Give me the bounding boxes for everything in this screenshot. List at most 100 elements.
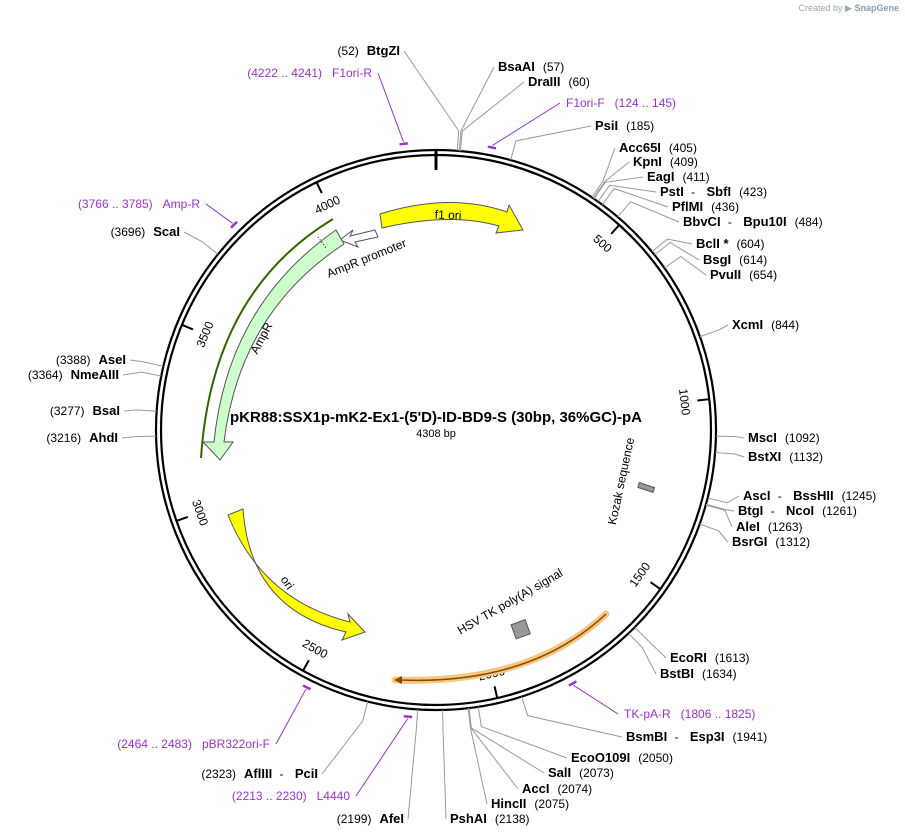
site-label[interactable]: PstI - SbfI(423)	[660, 184, 767, 199]
site-psii[interactable]: PsiI(185)	[510, 118, 655, 161]
site-label[interactable]: AleI(1263)	[736, 519, 803, 534]
plasmid-name: pKR88:SSX1p-mK2-Ex1-(5'D)-ID-BD9-S (30bp…	[230, 409, 642, 426]
site-bbvci[interactable]: BbvCI - Bpu10I(484)	[617, 201, 823, 229]
feature-hsv-tk-polya[interactable]	[510, 619, 531, 640]
site-psti[interactable]: PstI - SbfI(423)	[597, 184, 767, 202]
feature-f1-ori[interactable]	[379, 202, 524, 234]
site-label[interactable]: MscI(1092)	[748, 430, 820, 445]
site-acc65i[interactable]: Acc65I(405)	[591, 140, 697, 198]
site-connector	[592, 161, 630, 199]
site-pshai[interactable]: PshAI(2138)	[442, 709, 530, 826]
site-kpni[interactable]: KpnI(409)	[592, 154, 698, 199]
site-label[interactable]: (52)BtgZI	[337, 43, 400, 58]
site-label[interactable]: AccI(2074)	[522, 781, 592, 796]
tick-mark	[649, 581, 661, 590]
primer-tk-pa-r[interactable]: TK-pA-R(1806 .. 1825)	[568, 680, 755, 721]
site-name: BsmBI	[626, 729, 667, 744]
site-asci[interactable]: AscI - BssHII(1245)	[707, 488, 877, 504]
site-label[interactable]: (3388)AseI	[56, 352, 126, 367]
site-draiii[interactable]: DraIII(60)	[459, 74, 590, 152]
site-afliii[interactable]: (2323)AflIII - PciI	[201, 701, 369, 781]
site-name: BbvCI	[683, 214, 721, 229]
site-pflmi[interactable]: PflMI(436)	[601, 188, 739, 214]
site-scai[interactable]: (3696)ScaI	[111, 224, 219, 255]
site-hincii[interactable]: HincII(2075)	[467, 708, 569, 811]
primer-l4440[interactable]: (2213 .. 2230)L4440	[232, 714, 413, 803]
restriction-sites[interactable]: (52)BtgZI BsaAI(57)DraIII(60) PsiI(185) Acc…	[28, 43, 876, 826]
feature-ampr[interactable]	[201, 229, 345, 461]
site-label[interactable]: (2323)AflIII - PciI	[201, 766, 318, 781]
site-connector	[510, 125, 592, 161]
primer-label[interactable]: TK-pA-R(1806 .. 1825)	[624, 707, 755, 721]
site-label[interactable]: (3216)AhdI	[46, 430, 118, 445]
site-ecoo109i[interactable]: EcoO109I(2050)	[477, 706, 673, 765]
site-label[interactable]: PsiI(185)	[595, 118, 654, 133]
primer-f1ori-f[interactable]: F1ori-F(124 .. 145)	[487, 96, 676, 150]
site-bstxi[interactable]: BstXI(1132)	[715, 449, 823, 464]
site-alei[interactable]: AleI(1263)	[705, 504, 803, 534]
site-ahdi[interactable]: (3216)AhdI	[46, 430, 157, 445]
site-label[interactable]: BsgI(614)	[703, 252, 767, 267]
site-afei[interactable]: (2199)AfeI	[337, 709, 419, 826]
site-connector	[593, 176, 644, 200]
site-label[interactable]: EagI(411)	[647, 169, 710, 184]
site-label[interactable]: BbvCI - Bpu10I(484)	[683, 214, 823, 229]
site-pvuii[interactable]: PvuII(654)	[664, 255, 777, 282]
primer-amp-r[interactable]: (3766 .. 3785)Amp-R	[78, 197, 238, 229]
site-bsgi[interactable]: BsgI(614)	[654, 241, 768, 267]
primer-name: F1ori-R	[332, 66, 372, 80]
feature-ampr-promoter[interactable]	[338, 229, 379, 248]
site-bsmbi[interactable]: BsmBI - Esp3I(1941)	[521, 696, 768, 744]
site-label[interactable]: Acc65I(405)	[619, 140, 697, 155]
site-btgzi[interactable]: (52)BtgZI	[337, 43, 460, 151]
site-label[interactable]: (3364)NmeAIII	[28, 367, 119, 382]
primer-pbr322ori-f[interactable]: (2464 .. 2483)pBR322ori-F	[117, 684, 312, 751]
site-label[interactable]: BstXI(1132)	[748, 449, 823, 464]
primer-f1ori-r[interactable]: (4222 .. 4241)F1ori-R	[247, 66, 409, 146]
site-label[interactable]: BsaAI(57)	[498, 59, 564, 74]
feature-ori[interactable]	[227, 508, 366, 641]
site-nmeaiii[interactable]: (3364)NmeAIII	[28, 367, 162, 382]
site-label[interactable]: PshAI(2138)	[450, 811, 530, 826]
site-msci[interactable]: MscI(1092)	[715, 430, 820, 445]
tick-mark	[176, 515, 189, 522]
primer-label[interactable]: (2464 .. 2483)pBR322ori-F	[117, 737, 270, 751]
site-label[interactable]: BsrGI(1312)	[732, 534, 810, 549]
site-label[interactable]: KpnI(409)	[633, 154, 698, 169]
site-xcmi[interactable]: XcmI(844)	[699, 317, 799, 338]
site-eagi[interactable]: EagI(411)	[593, 169, 710, 200]
feature-kozak[interactable]	[637, 482, 656, 494]
site-bstbi[interactable]: BstBI(1634)	[628, 632, 737, 681]
site-label[interactable]: DraIII(60)	[528, 74, 590, 89]
site-label[interactable]: PflMI(436)	[672, 199, 739, 214]
site-bcli-[interactable]: BclI *(604)	[651, 236, 765, 253]
site-label[interactable]: XcmI(844)	[732, 317, 799, 332]
site-label[interactable]: PvuII(654)	[710, 267, 777, 282]
site-btgi[interactable]: BtgI - NcoI(1261)	[705, 503, 857, 518]
site-label[interactable]: (2199)AfeI	[337, 811, 404, 826]
site-ecori[interactable]: EcoRI(1613)	[634, 626, 750, 665]
site-bsai[interactable]: (3277)BsaI	[50, 403, 157, 418]
site-label[interactable]: BtgI - NcoI(1261)	[738, 503, 857, 518]
primer-label[interactable]: (4222 .. 4241)F1ori-R	[247, 66, 372, 80]
site-label[interactable]: EcoRI(1613)	[670, 650, 750, 665]
site-asei[interactable]: (3388)AseI	[56, 352, 164, 367]
site-label[interactable]: HincII(2075)	[491, 796, 569, 811]
primer-connector	[573, 684, 619, 715]
site-label[interactable]: SalI(2073)	[548, 765, 614, 780]
site-label[interactable]: (3696)ScaI	[111, 224, 180, 239]
features[interactable]: f1 ori AmpR promoter AmpR ori HSV TK pol…	[200, 202, 656, 684]
primer-label[interactable]: (3766 .. 3785)Amp-R	[78, 197, 200, 211]
site-label[interactable]: BclI *(604)	[696, 236, 765, 251]
site-bsaai[interactable]: BsaAI(57)	[458, 59, 564, 152]
site-position: (604)	[737, 237, 765, 251]
site-label[interactable]: (3277)BsaI	[50, 403, 120, 418]
site-bsrgi[interactable]: BsrGI(1312)	[699, 523, 810, 549]
site-label[interactable]: BsmBI - Esp3I(1941)	[626, 729, 767, 744]
primer-label[interactable]: F1ori-F(124 .. 145)	[566, 96, 676, 110]
site-label[interactable]: AscI - BssHII(1245)	[743, 488, 876, 503]
site-label[interactable]: EcoO109I(2050)	[571, 750, 673, 765]
primer-label[interactable]: (2213 .. 2230)L4440	[232, 789, 350, 803]
site-label[interactable]: BstBI(1634)	[660, 666, 737, 681]
primer-annotations[interactable]: (4222 .. 4241)F1ori-R F1ori-F(124 .. 145)…	[78, 66, 755, 803]
